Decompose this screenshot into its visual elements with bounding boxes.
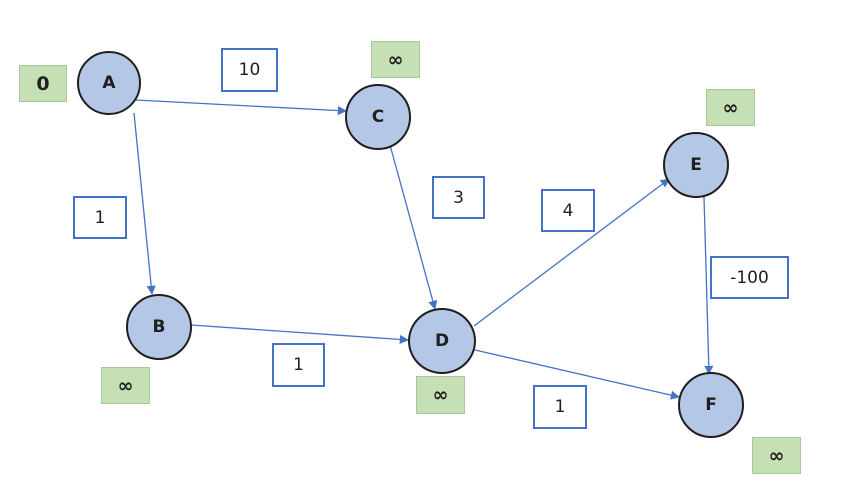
edge-d-f — [474, 349, 680, 400]
distance-a-value: 0 — [36, 72, 50, 95]
node-a: A — [77, 51, 141, 115]
edge-a-c — [135, 99, 347, 116]
weight-e-f: -100 — [710, 256, 789, 299]
weight-d-f-value: 1 — [554, 397, 566, 417]
distance-e: ∞ — [706, 89, 755, 126]
distance-b: ∞ — [101, 367, 150, 404]
weight-a-b-value: 1 — [94, 207, 106, 228]
node-d-label: D — [434, 331, 450, 351]
weight-c-d-value: 3 — [453, 187, 464, 208]
weight-b-d-value: 1 — [293, 355, 304, 375]
distance-d: ∞ — [416, 376, 465, 414]
distance-f-value: ∞ — [768, 444, 785, 467]
edge-c-d — [389, 144, 438, 310]
node-c-label: C — [371, 107, 385, 127]
distance-e-value: ∞ — [722, 96, 739, 119]
node-b-label: B — [152, 317, 166, 337]
weight-a-c: 10 — [221, 48, 278, 92]
node-e: E — [663, 132, 729, 198]
edge-a-b — [133, 112, 156, 295]
weight-e-f-value: -100 — [730, 267, 769, 288]
distance-f: ∞ — [752, 437, 801, 474]
node-f-label: F — [705, 395, 717, 415]
node-d: D — [408, 308, 476, 374]
edge-d-e — [473, 178, 670, 327]
node-e-label: E — [690, 155, 702, 175]
weight-b-d: 1 — [272, 343, 325, 387]
weight-a-b: 1 — [73, 196, 127, 239]
weight-a-c-value: 10 — [238, 60, 261, 80]
distance-c: ∞ — [371, 41, 420, 78]
weight-d-e: 4 — [541, 189, 595, 232]
node-c: C — [345, 84, 411, 150]
edge-b-d — [190, 324, 409, 344]
distance-b-value: ∞ — [117, 374, 134, 397]
weight-d-e-value: 4 — [562, 200, 574, 221]
weight-c-d: 3 — [432, 176, 485, 219]
distance-a: 0 — [19, 65, 67, 102]
node-f: F — [678, 372, 744, 438]
node-a-label: A — [102, 73, 116, 93]
distance-c-value: ∞ — [387, 48, 404, 71]
distance-d-value: ∞ — [432, 384, 449, 406]
edge-e-f — [703, 196, 714, 375]
weight-d-f: 1 — [533, 385, 587, 429]
node-b: B — [126, 294, 192, 360]
